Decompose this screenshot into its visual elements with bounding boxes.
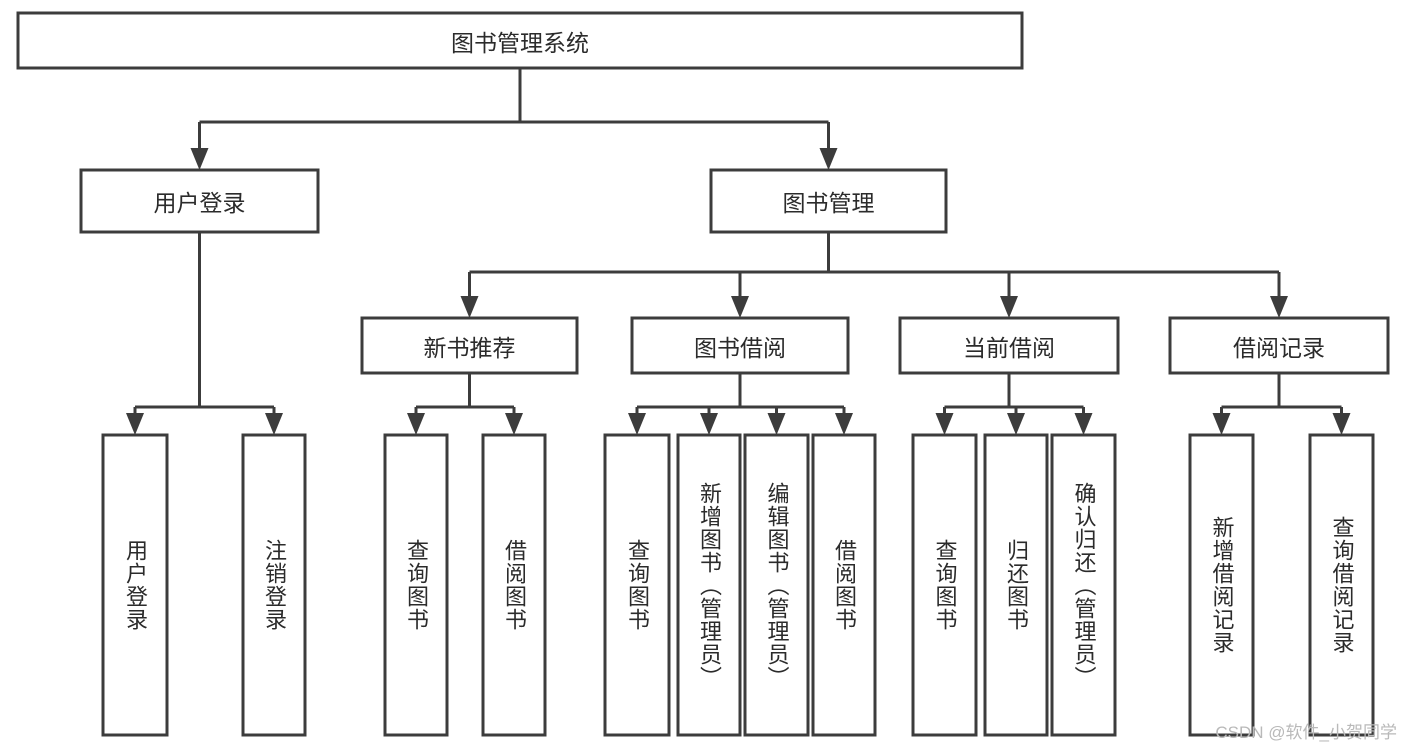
node-box-leaf-return-book[interactable] [983,433,1049,737]
arrow-head-icon [1074,413,1093,435]
node-box-user-login[interactable] [79,168,320,234]
arrow-head-icon [505,413,523,435]
arrow-head-icon [1212,413,1231,435]
node-box-leaf-query-record[interactable] [1308,433,1375,737]
node-box-leaf-add-record[interactable] [1188,433,1255,737]
connector-group-user-login [126,232,283,435]
arrow-head-icon [628,413,646,435]
node-box-book-manage[interactable] [709,168,948,234]
connector-group-root [190,68,838,170]
arrow-head-icon [126,413,144,435]
node-box-leaf-query-book-borrow[interactable] [603,433,671,737]
connector-group-borrow-record [1212,373,1351,435]
arrow-head-icon [731,296,749,318]
node-box-leaf-user-login[interactable] [101,433,169,737]
node-box-current-borrow[interactable] [898,316,1120,375]
arrow-head-icon [1000,296,1018,318]
arrow-head-icon [190,148,209,170]
arrow-head-icon [835,413,853,435]
arrow-head-icon [819,148,838,170]
connector-group-current-borrow [935,373,1093,435]
node-box-book-borrow[interactable] [630,316,850,375]
arrow-head-icon [935,413,954,435]
connector-layer [126,68,1351,435]
connector-group-new-book-recommend [407,373,523,435]
node-box-leaf-confirm-return[interactable] [1050,433,1117,737]
arrow-head-icon [1270,296,1288,318]
watermark-label: CSDN @软件_小贺同学 [1215,723,1397,742]
node-box-leaf-add-book[interactable] [676,433,742,737]
arrow-head-icon [1332,413,1351,435]
node-box-borrow-record[interactable] [1168,316,1390,375]
connector-group-book-manage [460,232,1288,318]
node-box-leaf-query-book-rec[interactable] [383,433,449,737]
node-box-leaf-query-book-cur[interactable] [911,433,978,737]
node-box-leaf-logout[interactable] [241,433,307,737]
node-box-new-book-recommend[interactable] [360,316,579,375]
arrow-head-icon [767,413,786,435]
arrow-head-icon [460,296,479,318]
node-box-leaf-edit-book[interactable] [743,433,810,737]
arrow-head-icon [265,413,283,435]
node-box-root[interactable] [16,11,1024,70]
node-box-leaf-borrow-book-rec[interactable] [481,433,547,737]
connector-group-book-borrow [628,373,853,435]
arrow-head-icon [1007,413,1025,435]
node-layer [16,11,1390,737]
node-box-leaf-borrow-book[interactable] [811,433,877,737]
arrow-head-icon [407,413,425,435]
arrow-head-icon [700,413,718,435]
